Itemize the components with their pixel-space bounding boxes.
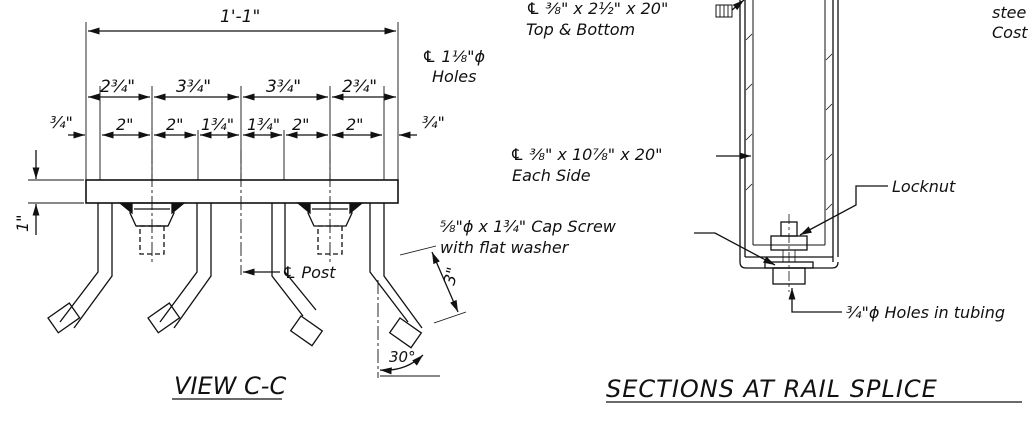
- cap-screw-line2: with flat washer: [440, 238, 570, 257]
- locknut-label: Locknut: [892, 177, 956, 196]
- cap-screw: [764, 214, 814, 292]
- base-plate: [85, 179, 399, 204]
- note-partial-2: Cost: [992, 23, 1028, 42]
- locknut-leader: [799, 185, 888, 236]
- dim-row1-4: 2¾": [342, 77, 377, 97]
- leg-2: [147, 203, 212, 334]
- dim-plate-thickness: [28, 150, 84, 235]
- leg-4: [369, 203, 423, 349]
- rail-splice-section: [606, 0, 1022, 403]
- dim-row1-3: 3¾": [266, 77, 301, 97]
- holes-note-line2: Holes: [432, 67, 476, 86]
- holes-tubing-label: ¾"ϕ Holes in tubing: [846, 303, 1005, 322]
- dim-row2-6: 2": [346, 115, 364, 134]
- angle-label: 30°: [389, 348, 416, 366]
- dim-angle: [377, 280, 440, 378]
- dim-row2-3: 1¾": [201, 115, 234, 134]
- edge-left-label: ¾": [50, 113, 73, 132]
- dim-row1-1: 2¾": [100, 77, 135, 97]
- dim-row2-5: 2": [292, 115, 310, 134]
- note-partial-1: stee: [992, 3, 1026, 22]
- dim-row2-4: 1¾": [247, 115, 280, 134]
- leg-dim-label: 3": [440, 265, 463, 287]
- splice-title: SECTIONS AT RAIL SPLICE: [606, 375, 938, 403]
- hatching: [745, 33, 833, 211]
- cap-screw-leader: [694, 232, 776, 266]
- centerlines: [151, 150, 331, 275]
- plate-top-line1: ℄ ⅜" x 2½" x 20": [526, 0, 668, 18]
- cap-screw-line1: ⅝"ϕ x 1¾" Cap Screw: [440, 217, 617, 236]
- rail-splice-labels: ℄ ⅜" x 2½" x 20" Top & Bottom ℄ ⅜" x 10⅞…: [440, 0, 1028, 403]
- dim-row1-2: 3¾": [176, 77, 211, 97]
- holes-note-line1: ℄ 1⅛"ϕ: [422, 47, 485, 66]
- plate-side-line1: ℄ ⅜" x 10⅞" x 20": [510, 145, 663, 164]
- plate-side-line2: Each Side: [512, 166, 591, 185]
- extension-lines: [85, 22, 399, 180]
- view-cc-labels: 1'-1" ℄ 1⅛"ϕ Holes 2¾" 3¾" 3¾" 2¾" ¾" ¾"…: [13, 7, 485, 400]
- dim-row2-2: 2": [166, 115, 184, 134]
- post-label: ℄ Post: [282, 263, 336, 282]
- holes-leader: [788, 288, 842, 313]
- view-title: VIEW C-C: [174, 372, 286, 400]
- dim-leg: [399, 245, 467, 324]
- edge-right-label: ¾": [422, 113, 445, 132]
- plate-top-line2: Top & Bottom: [526, 20, 635, 39]
- dim-row2-1: 2": [116, 115, 134, 134]
- overall-width-label: 1'-1": [220, 7, 260, 27]
- leg-1: [47, 203, 113, 334]
- leg-3: [271, 203, 324, 347]
- plate-thickness-label: 1": [13, 214, 32, 232]
- view-cc: [28, 22, 467, 400]
